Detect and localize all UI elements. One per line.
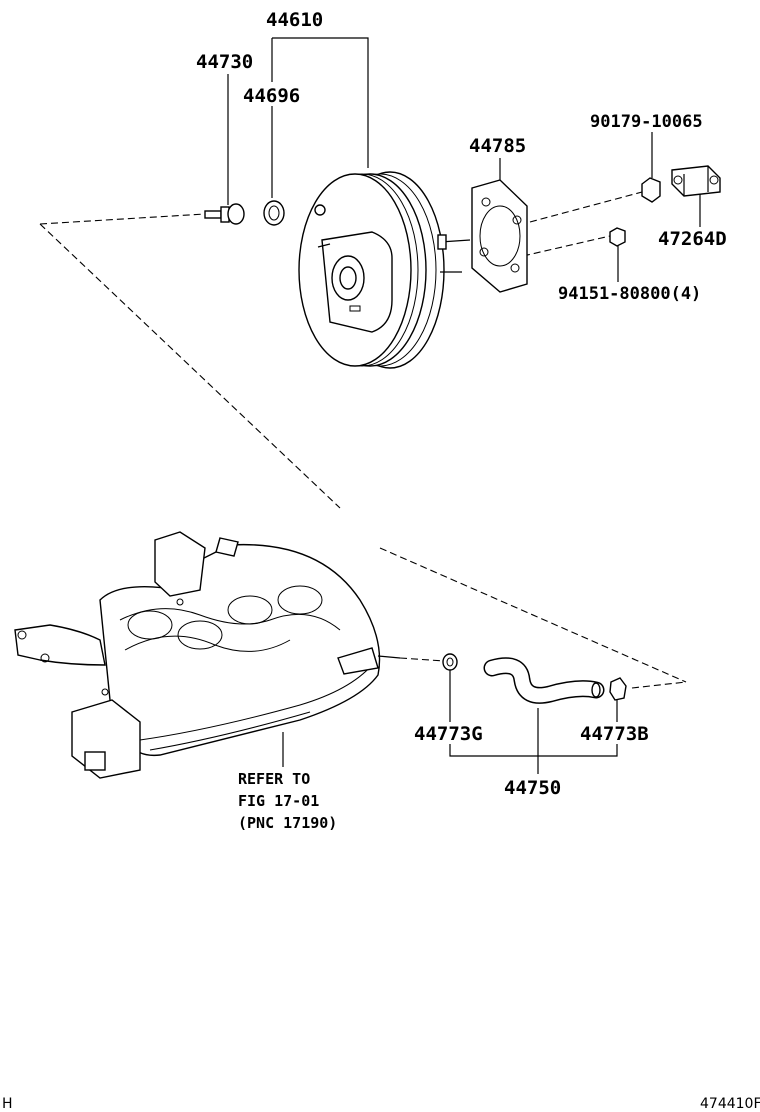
leader-lines (227, 37, 701, 774)
figure-code: 474410F (700, 1096, 760, 1112)
refer-line-3: (PNC 17190) (238, 814, 337, 832)
clamp-44773b (609, 677, 627, 701)
clevis-47264d (671, 165, 721, 197)
footer-left-code: H (2, 1096, 13, 1112)
bolt-44730 (204, 203, 245, 225)
clamp-44773g (442, 653, 458, 671)
label-47264d: 47264D (658, 228, 727, 250)
label-44773g: 44773G (414, 723, 483, 745)
hose-44750 (483, 657, 605, 704)
label-44696: 44696 (243, 85, 300, 107)
label-90179-10065: 90179-10065 (590, 112, 703, 132)
intake-manifold (14, 531, 401, 779)
nut-90179 (641, 177, 661, 203)
brake-booster (298, 171, 471, 369)
label-44730: 44730 (196, 51, 253, 73)
grommet-44696 (263, 200, 285, 226)
gasket (471, 179, 528, 293)
label-44750: 44750 (504, 777, 561, 799)
label-94151-80800: 94151-80800(4) (558, 284, 701, 304)
label-44773b: 44773B (580, 723, 649, 745)
refer-line-2: FIG 17-01 (238, 792, 319, 810)
nut-94151 (609, 227, 626, 247)
refer-line-1: REFER TO (238, 770, 310, 788)
dashed-guides (39, 191, 687, 689)
label-44785: 44785 (469, 135, 526, 157)
label-44610: 44610 (266, 9, 323, 31)
